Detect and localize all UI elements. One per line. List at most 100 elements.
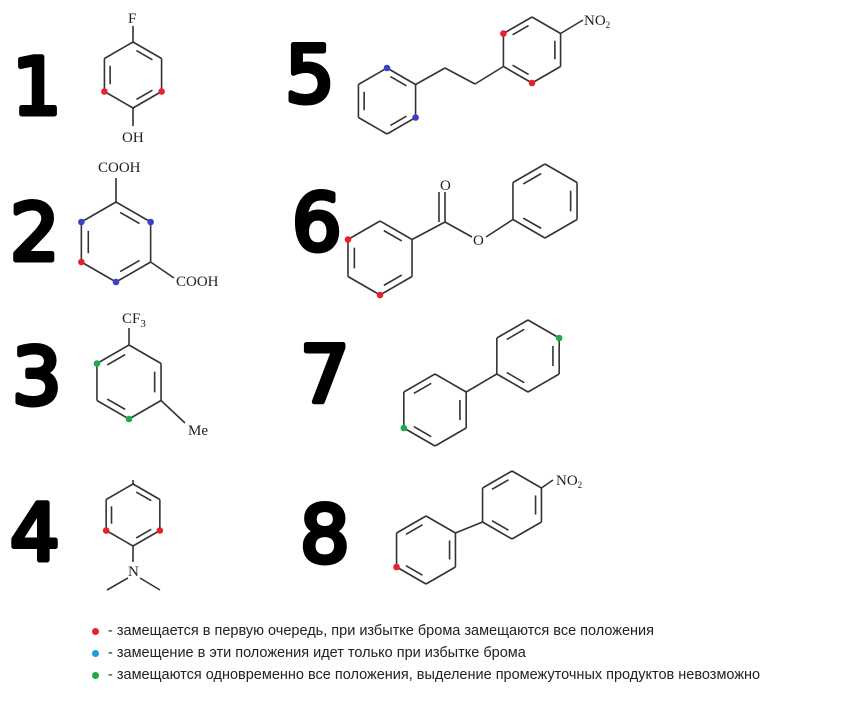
legend-item-green: - замещаются одновременно все положения,… <box>92 664 760 686</box>
atom-label-cooh-top: COOH <box>98 160 141 176</box>
ring-bond <box>386 116 416 135</box>
atom-label-no2-5: NO2 <box>584 13 610 30</box>
atom-label-n: N <box>128 564 139 580</box>
bond <box>150 261 175 279</box>
ring-bond <box>425 515 456 534</box>
ring-bond <box>132 483 161 501</box>
ring-bond <box>347 275 381 296</box>
atom-label-no2-8: NO2 <box>556 473 582 490</box>
position-markers <box>78 30 563 571</box>
ring-bond <box>104 41 134 60</box>
red-position-dot <box>101 88 108 95</box>
molecule-number-4: 4 <box>10 489 60 579</box>
red-position-dot <box>78 258 85 266</box>
legend-item-red: - замещается в первую очередь, при избыт… <box>92 620 760 642</box>
atom-label-oh: OH <box>122 130 144 146</box>
double-bond <box>522 217 542 230</box>
red-position-dot <box>102 527 110 534</box>
bond <box>444 67 476 85</box>
molecule-number-6: 6 <box>292 179 342 269</box>
double-bond <box>522 172 542 185</box>
red-position-dot <box>156 527 164 534</box>
ring-bond <box>132 529 161 547</box>
ring-bond <box>386 67 416 86</box>
atom-label-f: F <box>128 11 136 27</box>
blue-dot-icon <box>92 649 99 657</box>
ring-bond <box>379 275 413 296</box>
double-bond <box>390 115 407 127</box>
red-position-dot <box>158 88 165 95</box>
ring-bond <box>527 319 560 339</box>
bond <box>560 19 584 35</box>
bond <box>139 577 161 591</box>
red-position-dot <box>393 563 400 571</box>
molecule-number-3: 3 <box>12 333 62 423</box>
ring-bond <box>115 201 152 223</box>
double-bond <box>383 229 403 242</box>
bond <box>411 221 446 241</box>
double-bond <box>383 274 403 287</box>
ring-bond <box>396 566 427 585</box>
ring-bond <box>403 373 436 393</box>
red-dot-icon <box>92 627 99 635</box>
double-bond <box>106 353 126 366</box>
ring-bond <box>80 201 117 223</box>
ring-bond <box>403 427 436 447</box>
ring-bond <box>434 373 467 393</box>
bonds <box>80 16 584 591</box>
double-bond <box>405 524 423 536</box>
ring-bond <box>531 16 561 35</box>
ring-bond <box>128 399 162 420</box>
molecule-number-2: 2 <box>10 189 60 279</box>
ring-bond <box>527 373 560 393</box>
red-position-dot <box>344 236 352 243</box>
ring-bond <box>434 427 467 447</box>
double-bond <box>136 89 153 101</box>
green-position-dot <box>400 424 408 432</box>
molecule-number-7: 7 <box>300 331 350 421</box>
ring-bond <box>80 261 117 283</box>
ring-bond <box>105 529 134 547</box>
ring-bond <box>482 521 513 540</box>
ring-bond <box>379 220 413 241</box>
ring-bond <box>105 483 134 501</box>
ring-bond <box>128 344 162 365</box>
green-dot-icon <box>92 671 99 679</box>
double-bond <box>119 259 140 273</box>
double-bond <box>512 24 529 36</box>
ring-bond <box>115 261 152 283</box>
ring-bond <box>503 65 533 84</box>
bond <box>415 67 446 86</box>
blue-position-dot <box>78 218 85 226</box>
blue-position-dot <box>412 114 419 121</box>
red-position-dot <box>500 30 507 37</box>
bond <box>485 218 514 238</box>
ring-bond <box>512 218 546 239</box>
bond <box>444 221 473 238</box>
double-bond <box>106 398 126 411</box>
red-position-dot <box>528 79 536 87</box>
legend-item-blue: - замещение в эти положения идет только … <box>92 642 760 664</box>
double-bond <box>135 528 152 539</box>
ring-bond <box>96 344 130 365</box>
ring-bond <box>96 399 130 420</box>
molecule-number-8: 8 <box>300 491 350 581</box>
blue-position-dot <box>383 64 391 72</box>
green-position-dot <box>93 360 101 367</box>
ring-bond <box>531 65 561 84</box>
ring-bond <box>104 90 134 109</box>
molecule-number-1: 1 <box>12 43 62 133</box>
bond <box>160 399 186 424</box>
bond <box>465 373 498 393</box>
ring-bond <box>496 319 529 339</box>
ring-bond <box>132 90 162 109</box>
ring-bond <box>358 67 388 86</box>
ring-bond <box>496 373 529 393</box>
ring-bond <box>511 470 542 489</box>
legend-text: - замещаются одновременно все положения,… <box>108 667 761 683</box>
ring-bond <box>503 16 533 35</box>
bond <box>455 521 483 534</box>
atom-label-carbonyl-o: O <box>440 178 451 194</box>
double-bond <box>512 64 529 76</box>
